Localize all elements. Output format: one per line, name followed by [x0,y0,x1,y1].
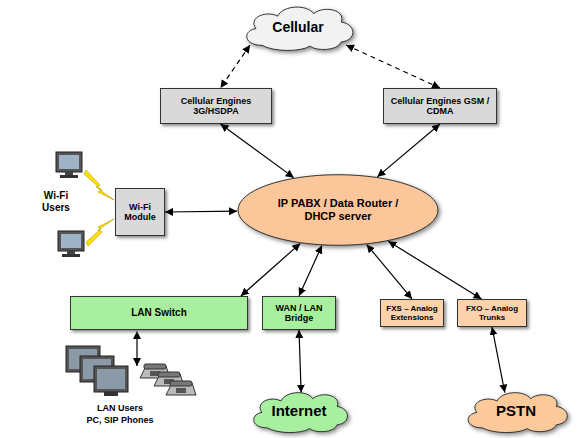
lan-pc [94,366,128,396]
process-box: WAN / LAN Bridge [262,296,336,330]
connector-arrow [492,327,505,393]
connector-arrow [299,330,301,393]
process-box: Cellular Engines GSM / CDMA [383,88,497,124]
node-text: PSTN [494,402,538,419]
process-box: FXS – Analog Extensions [380,299,444,327]
connector-arrow [165,211,237,213]
shape-fill [238,175,438,246]
wireless-bolt [86,219,114,246]
connector-arrow [299,246,322,296]
process-box: Cellular Engines 3G/HSDPA [160,88,272,124]
lan-wire [136,331,137,366]
wifi-computer [56,152,82,178]
hub-ellipse: IP PABX / Data Router / DHCP server [237,174,439,246]
shape-fill [468,393,567,433]
wireless-bolt [84,170,114,200]
node-text: Cellular Engines 3G/HSDPA [161,96,271,117]
connector-arrow [388,241,481,299]
network-cloud: Cellular [238,2,358,52]
connector-arrow [220,124,293,178]
connector-arrow [367,245,412,299]
network-cloud: PSTN [460,388,572,434]
network-cloud: Internet [246,388,352,434]
node-text: Cellular Engines GSM / CDMA [384,96,496,117]
process-box: Wi-Fi Module [115,188,165,236]
node-text: LAN Switch [129,307,189,319]
node-text: FXO – Analog Trunks [458,304,526,322]
shape-fill [247,7,353,50]
process-box: LAN Switch [70,296,248,330]
user-label: PC, SIP Phones [70,415,170,425]
node-text: Cellular [270,19,325,35]
user-label: LAN Users [80,403,160,413]
connector-arrow [220,45,250,88]
wifi-computer [58,231,84,257]
user-label: Wi-Fi Users [38,190,74,213]
sip-phone [166,381,196,395]
node-text: WAN / LAN Bridge [267,303,331,324]
process-box: FXO – Analog Trunks [457,299,527,327]
node-text: FXS – Analog Extensions [381,304,443,322]
node-text: Wi-Fi Module [116,202,164,223]
node-text: Internet [269,402,328,419]
connector-arrow [377,124,440,177]
shape-fill [254,393,348,433]
node-text: IP PABX / Data Router / DHCP server [271,197,405,222]
connector-arrow [346,45,440,88]
connector-arrow [241,243,300,296]
